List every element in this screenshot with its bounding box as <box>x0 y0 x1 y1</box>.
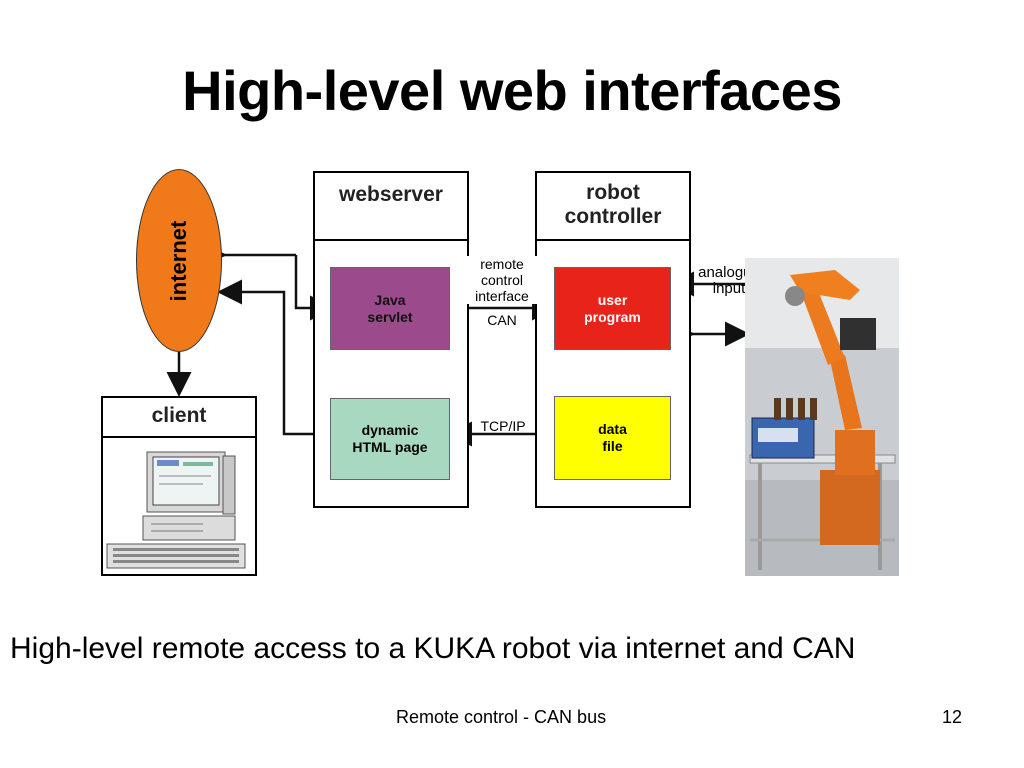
client-box: client <box>101 396 257 576</box>
java-servlet-line1: Java <box>374 291 406 308</box>
footer-text: Remote control - CAN bus <box>396 707 607 727</box>
java-servlet-line2: servlet <box>367 308 413 325</box>
remote-control-line2: control <box>480 272 524 288</box>
robot-controller-label-line1: robot <box>586 181 640 204</box>
user-program-line2: program <box>584 308 641 325</box>
slide-caption: High-level remote access to a KUKA robot… <box>10 632 856 665</box>
java-servlet-block: Java servlet <box>330 267 450 350</box>
data-file-line2: file <box>602 438 623 454</box>
analogue-input-label: analogue input <box>691 265 767 297</box>
tcpip-label: TCP/IP <box>480 418 526 434</box>
client-label: client <box>151 404 207 427</box>
remote-control-line1: remote <box>480 256 524 272</box>
analogue-line2: input <box>712 280 746 297</box>
internet-node: internet <box>136 169 222 352</box>
dynamic-html-line1: dynamic <box>361 422 419 438</box>
can-label: CAN <box>487 312 517 328</box>
data-file-line1: data <box>598 421 627 437</box>
data-file-block: data file <box>554 396 671 480</box>
remote-control-line3: interface <box>475 288 529 304</box>
webserver-label: webserver <box>339 183 443 206</box>
computer-icon <box>106 451 246 569</box>
page-number: 12 <box>942 707 963 727</box>
slide-title: High-level web interfaces <box>182 59 842 122</box>
robot-controller-label-line2: controller <box>564 205 662 228</box>
dynamic-html-line2: HTML page <box>352 439 428 455</box>
user-program-block: user program <box>554 267 671 350</box>
dynamic-html-block: dynamic HTML page <box>330 398 450 480</box>
remote-control-interface-label: remote control interface <box>464 256 540 304</box>
analogue-line1: analogue <box>698 264 760 281</box>
user-program-line1: user <box>597 291 628 308</box>
